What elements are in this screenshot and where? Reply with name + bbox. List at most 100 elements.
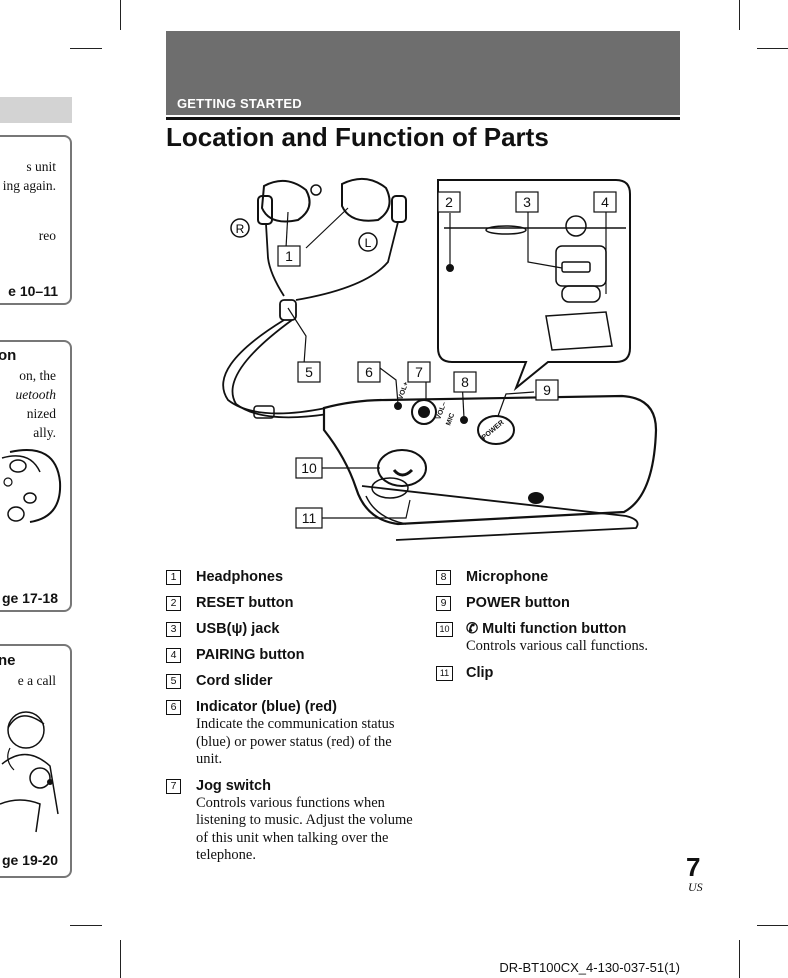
crop-mark: [739, 940, 740, 978]
crop-mark: [757, 925, 788, 926]
part-item: 10 ✆Multi function button Controls vario…: [436, 620, 680, 656]
callout-9: 9: [535, 379, 559, 401]
callout-10: 10: [295, 457, 323, 479]
svg-text:6: 6: [365, 364, 373, 380]
svg-text:8: 8: [461, 374, 469, 390]
page-title: Location and Function of Parts: [166, 122, 549, 152]
part-number: 5: [166, 674, 181, 689]
callout-3: 3: [515, 191, 539, 213]
part-item: 3 USB(ψ) jack: [166, 620, 416, 638]
part-number: 2: [166, 596, 181, 611]
part-name: Clip: [466, 664, 494, 681]
svg-text:L: L: [365, 236, 372, 250]
side-tab-2-line: nized: [26, 406, 56, 421]
part-number: 1: [166, 570, 181, 585]
part-item: 7 Jog switch Controls various functions …: [166, 777, 416, 865]
crop-mark: [757, 48, 788, 49]
part-number: 11: [436, 665, 453, 681]
callout-4: 4: [593, 191, 617, 213]
side-tab-3: ne e a call ge 19-20: [0, 644, 72, 878]
phone-icon: ✆: [466, 621, 479, 637]
part-name: PAIRING button: [196, 647, 305, 663]
svg-text:1: 1: [285, 248, 293, 264]
part-item: 6 Indicator (blue) (red) Indicate the co…: [166, 698, 416, 769]
crop-mark: [70, 925, 102, 926]
part-number: 6: [166, 700, 181, 715]
part-number: 7: [166, 778, 181, 794]
parts-list-left: 1 Headphones 2 RESET button 3 USB(ψ) jac…: [166, 568, 416, 873]
part-description: Controls various call functions.: [466, 638, 649, 654]
svg-text:7: 7: [415, 364, 423, 380]
crop-mark: [70, 48, 102, 49]
part-item: 1 Headphones: [166, 568, 416, 586]
left-mark: L: [358, 232, 378, 252]
headphones-illustration: [1, 449, 62, 523]
side-tab-1-page: e 10–11: [8, 283, 58, 299]
side-tab-2-heading: on: [0, 347, 17, 364]
callout-11: 11: [295, 507, 323, 529]
callout-6: 6: [357, 361, 381, 383]
svg-text:11: 11: [302, 510, 317, 526]
right-mark: R: [230, 218, 250, 238]
side-tab-2-line: uetooth: [15, 387, 57, 402]
side-tab-1-line: s unit: [26, 159, 56, 174]
part-item: 4 PAIRING button: [166, 646, 416, 664]
callout-2: 2: [437, 191, 461, 213]
part-name: POWER button: [466, 595, 570, 611]
page-region: US: [688, 880, 703, 894]
side-tab-3-heading: ne: [0, 652, 16, 669]
power-button: [477, 415, 515, 445]
page-number: 7: [686, 852, 701, 882]
parts-diagram: R L VOL+ VOL– MIC POWER 1 2 3 4 5 6 7 8 …: [222, 177, 658, 541]
zoom-bubble: [437, 179, 631, 392]
side-tab-2-line: ally.: [33, 425, 56, 440]
part-name: USB(ψ) jack: [196, 621, 280, 637]
part-number: 8: [436, 570, 451, 585]
svg-text:10: 10: [301, 460, 317, 476]
part-name: Jog switch: [196, 777, 271, 794]
part-item: 2 RESET button: [166, 594, 416, 612]
side-gray-bar: [0, 97, 72, 123]
part-item: 9 POWER button: [436, 594, 680, 612]
svg-text:R: R: [236, 222, 245, 236]
part-item: 11 Clip: [436, 664, 680, 682]
svg-text:4: 4: [601, 194, 609, 210]
side-tab-3-line: e a call: [17, 673, 56, 688]
side-tab-1: s unit ing again. reo e 10–11: [0, 135, 72, 305]
side-tab-1-line: ing again.: [2, 178, 56, 193]
earbud-left: [341, 177, 391, 222]
part-name: RESET button: [196, 595, 294, 611]
callout-8: 8: [453, 371, 477, 393]
svg-text:9: 9: [543, 382, 551, 398]
side-tab-2-page: ge 17-18: [1, 590, 58, 606]
earbud-right: [260, 179, 311, 223]
jog-switch: [411, 399, 437, 425]
part-name: Indicator (blue) (red): [196, 699, 337, 715]
crop-mark: [739, 0, 740, 30]
part-description: Indicate the communication status (blue)…: [196, 716, 395, 767]
parts-list-right: 8 Microphone 9 POWER button 10 ✆Multi fu…: [436, 568, 680, 690]
section-label: GETTING STARTED: [177, 96, 302, 111]
crop-mark: [120, 940, 121, 978]
part-name: Cord slider: [196, 673, 273, 689]
part-name: Headphones: [196, 569, 284, 585]
svg-text:2: 2: [445, 194, 453, 210]
document-code: DR-BT100CX_4-130-037-51(1): [499, 960, 680, 975]
section-header: GETTING STARTED: [166, 31, 680, 115]
mic-label: MIC: [445, 412, 456, 426]
header-rule: [166, 117, 680, 120]
part-name: Microphone: [466, 569, 549, 585]
part-name: Multi function button: [482, 621, 627, 637]
svg-text:3: 3: [523, 194, 531, 210]
side-tab-3-page: ge 19-20: [1, 852, 58, 868]
side-tab-2: on on, the uetooth nized ally. ge 17-18: [0, 340, 72, 612]
part-description: Controls various functions when listenin…: [196, 794, 413, 864]
callout-7: 7: [407, 361, 431, 383]
callout-5: 5: [297, 361, 321, 383]
cord-slider: [279, 299, 297, 321]
main-unit: [322, 394, 658, 526]
side-tab-2-line: on, the: [19, 368, 56, 383]
part-number: 10: [436, 622, 453, 637]
part-number: 3: [166, 622, 181, 637]
part-number: 4: [166, 648, 181, 663]
